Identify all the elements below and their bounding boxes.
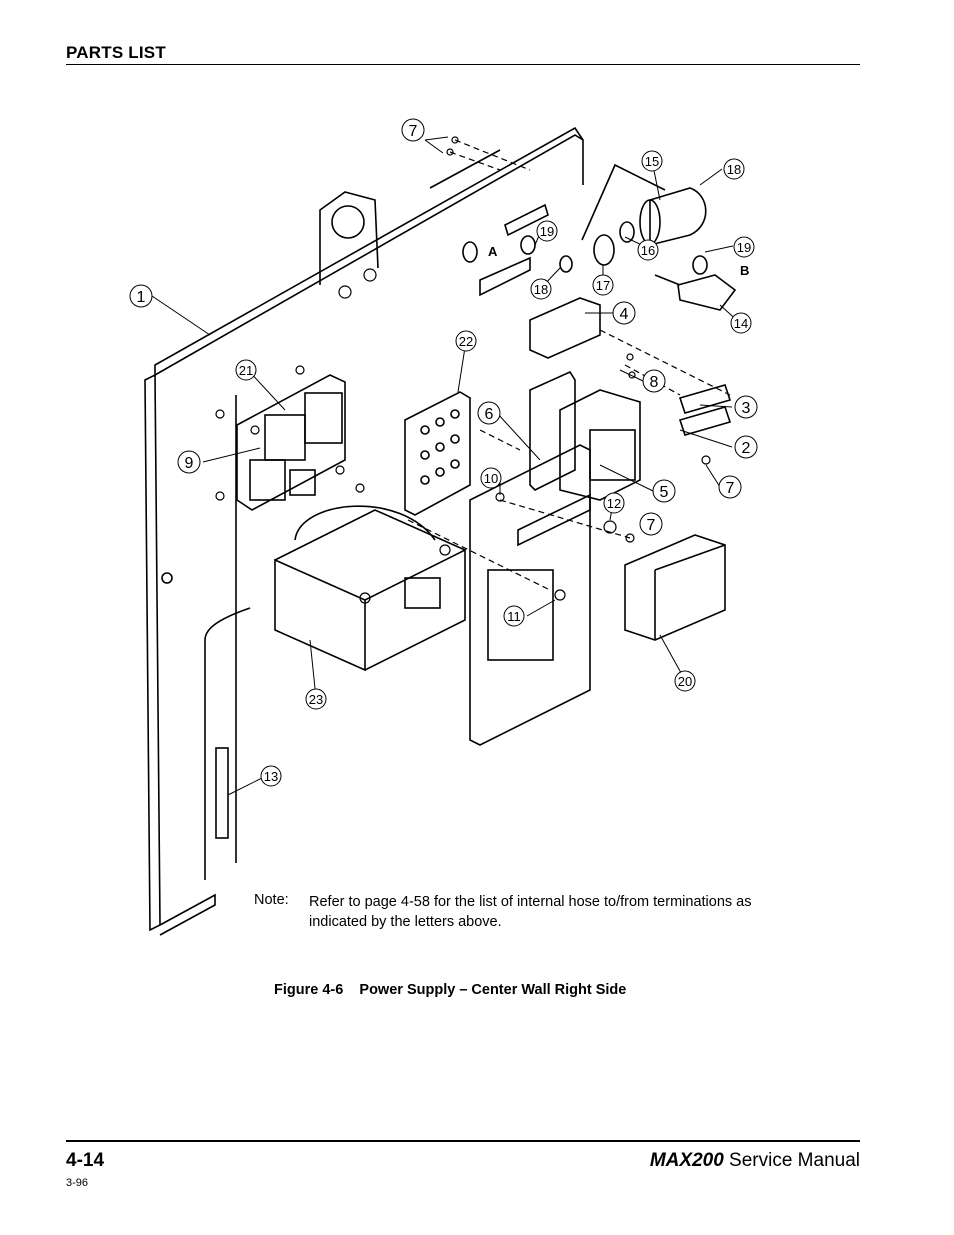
manual-title: MAX200 Service Manual xyxy=(650,1150,860,1172)
callout-7-right: 7 xyxy=(718,475,742,499)
contactor-5 xyxy=(529,370,641,501)
svg-text:6: 6 xyxy=(485,406,494,423)
svg-text:18: 18 xyxy=(534,282,548,297)
figure-caption: Figure 4-6 Power Supply – Center Wall Ri… xyxy=(274,982,627,998)
revision-date: 3-96 xyxy=(66,1177,89,1189)
callout-22: 22 xyxy=(455,330,477,352)
fittings-16-17-18-19 xyxy=(462,203,708,297)
svg-text:5: 5 xyxy=(660,484,669,501)
page-number: 4-14 xyxy=(66,1150,105,1171)
callout-labels: 1 2 3 4 5 6 7 7 7 8 9 10 11 12 13 14 15 … xyxy=(129,118,758,787)
pcb-21 xyxy=(236,374,346,511)
solenoid-valve-15 xyxy=(581,163,707,247)
header-divider xyxy=(66,64,860,65)
callout-6: 6 xyxy=(477,401,501,425)
callout-12: 12 xyxy=(603,492,625,514)
transformer-23 xyxy=(274,505,466,672)
callout-21: 21 xyxy=(235,359,257,381)
svg-text:20: 20 xyxy=(678,674,692,689)
callout-20: 20 xyxy=(674,670,696,692)
svg-text:10: 10 xyxy=(484,471,498,486)
svg-text:19: 19 xyxy=(540,224,554,239)
svg-text:7: 7 xyxy=(409,123,418,140)
hardware-screws xyxy=(215,136,731,604)
terminal-board-22 xyxy=(404,391,471,516)
callout-3: 3 xyxy=(734,395,758,419)
manual-name: Service Manual xyxy=(729,1150,860,1171)
svg-text:17: 17 xyxy=(596,278,610,293)
callout-5: 5 xyxy=(652,479,676,503)
contactor-20 xyxy=(624,534,726,641)
svg-text:15: 15 xyxy=(645,154,659,169)
svg-text:1: 1 xyxy=(137,289,146,306)
callout-2: 2 xyxy=(734,435,758,459)
callout-16: 16 xyxy=(637,239,659,261)
callout-10: 10 xyxy=(480,467,502,489)
svg-text:2: 2 xyxy=(742,440,751,457)
relay-bracket-4 xyxy=(529,297,601,359)
callout-1: 1 xyxy=(129,284,153,308)
center-wall-panel xyxy=(144,126,584,936)
svg-text:19: 19 xyxy=(737,240,751,255)
callout-15: 15 xyxy=(641,150,663,172)
svg-text:12: 12 xyxy=(607,496,621,511)
svg-text:4: 4 xyxy=(620,306,629,323)
footer-divider xyxy=(66,1140,860,1142)
callout-14: 14 xyxy=(730,312,752,334)
callout-23: 23 xyxy=(305,688,327,710)
svg-text:14: 14 xyxy=(734,316,748,331)
callout-18-right: 18 xyxy=(723,158,745,180)
letter-b: B xyxy=(740,263,749,278)
callout-8: 8 xyxy=(642,369,666,393)
fuse-holders-2-3 xyxy=(678,384,732,436)
callout-4: 4 xyxy=(612,301,636,325)
letter-a: A xyxy=(488,244,498,259)
callout-11: 11 xyxy=(503,605,525,627)
svg-text:9: 9 xyxy=(185,455,194,472)
svg-text:7: 7 xyxy=(647,517,656,534)
callout-13: 13 xyxy=(260,765,282,787)
svg-text:11: 11 xyxy=(507,609,521,624)
svg-text:8: 8 xyxy=(650,374,659,391)
hose-letters: A B xyxy=(488,244,749,278)
pressure-switch-14 xyxy=(654,274,737,311)
callout-7-lower: 7 xyxy=(639,512,663,536)
callout-leaders xyxy=(151,136,741,796)
svg-text:3: 3 xyxy=(742,400,751,417)
callout-19-left: 19 xyxy=(536,220,558,242)
product-name: MAX200 xyxy=(649,1150,724,1171)
mounting-bracket xyxy=(469,444,591,746)
svg-text:16: 16 xyxy=(641,243,655,258)
svg-text:23: 23 xyxy=(309,692,323,707)
callout-7-top: 7 xyxy=(401,118,425,142)
callout-17: 17 xyxy=(592,274,614,296)
note-label: Note: xyxy=(254,892,289,908)
callout-19-right: 19 xyxy=(733,236,755,258)
callout-9: 9 xyxy=(177,450,201,474)
section-title: PARTS LIST xyxy=(66,43,166,62)
svg-text:13: 13 xyxy=(264,769,278,784)
callout-18-left: 18 xyxy=(530,278,552,300)
note-text: Refer to page 4-58 for the list of inter… xyxy=(309,894,752,930)
svg-text:21: 21 xyxy=(239,363,253,378)
svg-text:7: 7 xyxy=(726,480,735,497)
svg-text:22: 22 xyxy=(459,334,473,349)
svg-text:18: 18 xyxy=(727,162,741,177)
